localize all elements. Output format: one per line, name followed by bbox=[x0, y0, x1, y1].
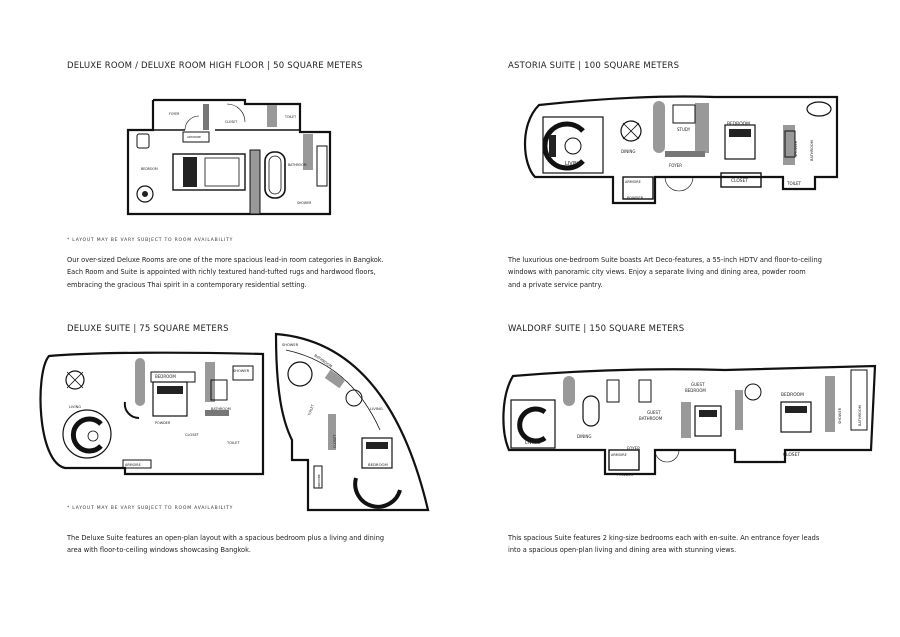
as-label-dining: DINING bbox=[621, 149, 636, 154]
ws-label-guest-bedroom-2: BEDROOM bbox=[685, 388, 706, 393]
deluxe-suite-desc-line: area with floor-to-ceiling windows showc… bbox=[67, 546, 251, 555]
dr-label-armoire: ARMOIRE bbox=[187, 135, 201, 139]
ds2-label-shower: SHOWER bbox=[282, 343, 299, 347]
as-label-shower: SHOWER bbox=[794, 140, 798, 157]
astoria-suite-title: ASTORIA SUITE | 100 SQUARE METERS bbox=[508, 61, 680, 71]
as-label-armoire: ARMOIRE bbox=[625, 180, 641, 184]
dr-label-closet: CLOSET bbox=[225, 120, 237, 124]
deluxe-suite-floor-plan: LIVING BEDROOM SHOWER POWDER BATHROOM CL… bbox=[39, 351, 265, 476]
ws-label-foyer: FOYER bbox=[627, 446, 640, 451]
ws-label-guest-bathroom-1: GUEST bbox=[647, 410, 661, 415]
as-label-foyer: FOYER bbox=[669, 163, 682, 168]
astoria-suite-desc-line: windows with panoramic city views. Enjoy… bbox=[508, 268, 806, 277]
ws-label-closet: CLOSET bbox=[783, 452, 800, 458]
ds2-label-living: LIVING bbox=[370, 406, 383, 411]
deluxe-room-desc-line: Our over-sized Deluxe Rooms are one of t… bbox=[67, 256, 384, 264]
ds-label-toilet: TOILET bbox=[226, 441, 240, 445]
ds2-label-closet: CLOSET bbox=[333, 434, 337, 448]
ws-label-bathroom: BATHROOM bbox=[858, 405, 862, 426]
deluxe-suite-description: The Deluxe Suite features an open-plan l… bbox=[67, 532, 467, 557]
deluxe-suite-title: DELUXE SUITE | 75 SQUARE METERS bbox=[67, 324, 229, 334]
dr-label-bedroom: BEDROOM bbox=[141, 167, 158, 171]
ws-label-armoire: ARMOIRE bbox=[611, 453, 627, 457]
ws-label-guest-bathroom-2: BATHROOM bbox=[639, 416, 663, 421]
ds-label-closet: CLOSET bbox=[185, 433, 200, 437]
dr-label-foyer: FOYER bbox=[169, 112, 180, 116]
deluxe-room-desc-line: embracing the gracious Thai spirit in a … bbox=[67, 280, 307, 289]
astoria-suite-floor-plan: LIVING DINING STUDY FOYER BEDROOM CLOSET… bbox=[523, 95, 839, 205]
ds-label-living: LIVING bbox=[69, 405, 81, 409]
as-label-toilet: TOILET bbox=[786, 181, 802, 186]
dr-label-toilet: TOILET bbox=[284, 115, 296, 119]
astoria-suite-desc-line: and a private service pantry. bbox=[508, 280, 603, 289]
waldorf-suite-desc-line: This spacious Suite features 2 king-size… bbox=[508, 534, 820, 542]
deluxe-room-note: * LAYOUT MAY BE VARY SUBJECT TO ROOM AVA… bbox=[67, 238, 234, 243]
as-label-closet: CLOSET bbox=[731, 178, 748, 184]
as-label-powder: POWDER bbox=[627, 196, 644, 200]
ws-label-shower: SHOWER bbox=[838, 407, 842, 424]
deluxe-room-desc-line: Each Room and Suite is appointed with ri… bbox=[67, 268, 376, 277]
deluxe-suite-note: * LAYOUT MAY BE VARY SUBJECT TO ROOM AVA… bbox=[67, 506, 234, 511]
ds-label-bathroom: BATHROOM bbox=[211, 407, 231, 411]
deluxe-suite-desc-line: The Deluxe Suite features an open-plan l… bbox=[67, 534, 385, 542]
as-label-living: LIVING bbox=[565, 161, 582, 167]
deluxe-room-description: Our over-sized Deluxe Rooms are one of t… bbox=[67, 254, 467, 291]
ds2-label-armoire: ARMOIRE bbox=[317, 474, 321, 488]
ws-label-powder: POWDER bbox=[617, 473, 634, 477]
ws-label-dining: DINING bbox=[577, 434, 592, 439]
waldorf-suite-title: WALDORF SUITE | 150 SQUARE METERS bbox=[508, 324, 685, 334]
dr-label-bathroom: BATHROOM bbox=[288, 163, 307, 167]
ds2-label-bathroom: BATHROOM bbox=[313, 354, 332, 369]
deluxe-room-title: DELUXE ROOM / DELUXE ROOM HIGH FLOOR | 5… bbox=[67, 61, 363, 71]
as-label-bathroom: BATHROOM bbox=[810, 140, 814, 161]
astoria-suite-desc-line: The luxurious one-bedroom Suite boasts A… bbox=[508, 256, 822, 264]
dr-label-shower: SHOWER bbox=[297, 201, 312, 205]
as-label-bedroom: BEDROOM bbox=[727, 121, 750, 127]
ds2-label-toilet: TOILET bbox=[307, 403, 315, 417]
ds-label-shower: SHOWER bbox=[233, 369, 250, 373]
ws-label-guest-bedroom-1: GUEST bbox=[691, 382, 705, 387]
ds2-label-bedroom: BEDROOM bbox=[368, 462, 388, 467]
ws-label-living: LIVING bbox=[525, 440, 541, 446]
ds-label-powder: POWDER bbox=[155, 421, 171, 425]
ws-label-bedroom: BEDROOM bbox=[781, 392, 804, 398]
deluxe-room-floor-plan: FOYER CLOSET TOILET ARMOIRE BEDROOM BATH… bbox=[126, 98, 332, 216]
deluxe-suite-alt-floor-plan: SHOWER BATHROOM LIVING BEDROOM TOILET CL… bbox=[274, 332, 430, 512]
ds-label-armoire: ARMOIRE bbox=[125, 463, 141, 467]
waldorf-suite-desc-line: into a spacious open-plan living and din… bbox=[508, 546, 737, 555]
ds-label-bedroom: BEDROOM bbox=[155, 374, 176, 379]
waldorf-suite-description: This spacious Suite features 2 king-size… bbox=[508, 532, 900, 557]
astoria-suite-description: The luxurious one-bedroom Suite boasts A… bbox=[508, 254, 900, 291]
as-label-study: STUDY bbox=[677, 127, 691, 132]
waldorf-suite-floor-plan: LIVING DINING GUEST BEDROOM GUEST BATHRO… bbox=[502, 364, 877, 477]
